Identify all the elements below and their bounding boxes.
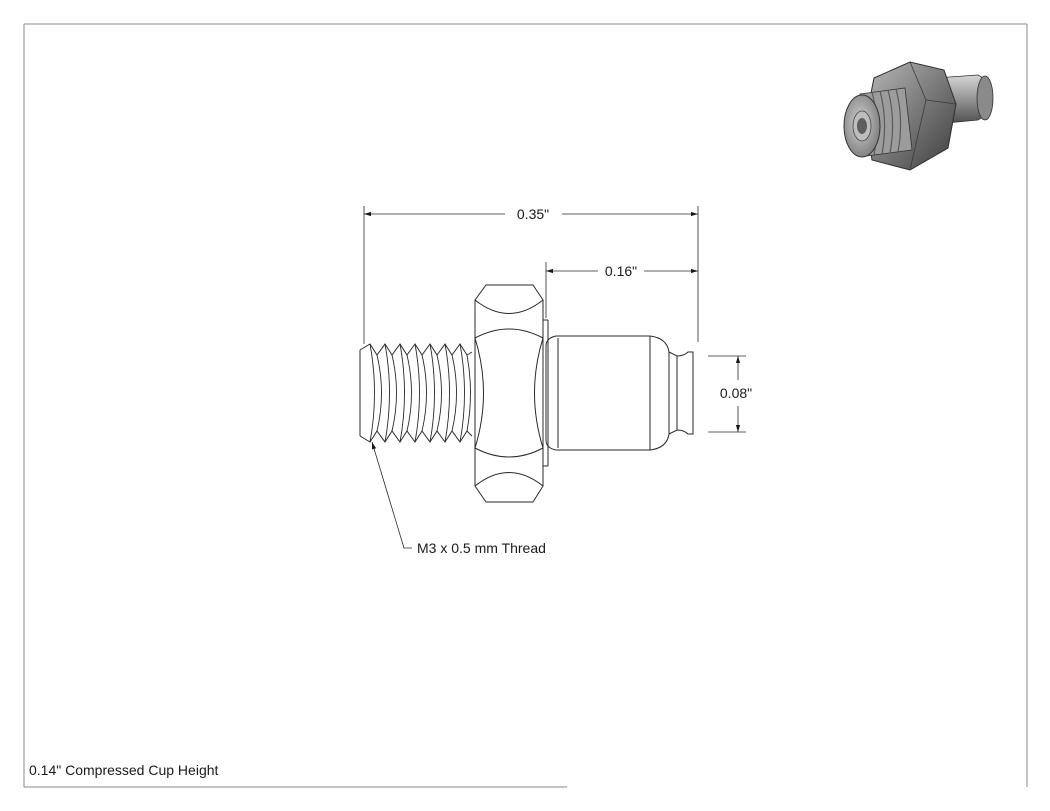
part-3d-render — [843, 61, 994, 171]
dimension-labels: 0.35" 0.16" 0.08" M3 x 0.5 mm Thread — [417, 206, 752, 556]
hex-nut — [474, 284, 549, 503]
part-side-view — [359, 284, 694, 503]
cup-length-label: 0.16" — [605, 263, 637, 279]
cup-diameter-label: 0.08" — [720, 385, 752, 401]
cup-body — [545, 335, 694, 451]
threaded-stud — [359, 343, 473, 443]
dimension-lines — [363, 206, 746, 549]
sheet-border — [23, 23, 1028, 788]
compressed-height-note: 0.14" Compressed Cup Height — [29, 762, 219, 778]
overall-length-label: 0.35" — [517, 206, 549, 222]
thread-callout-label: M3 x 0.5 mm Thread — [417, 540, 546, 556]
